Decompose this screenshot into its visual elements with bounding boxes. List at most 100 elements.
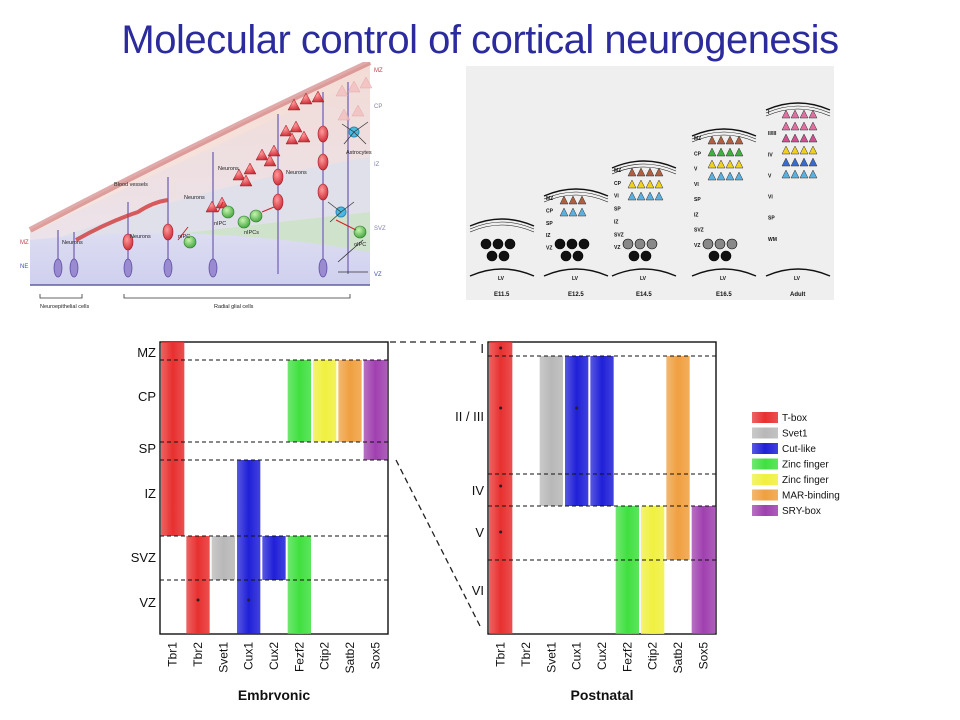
stage-layer-label: SP xyxy=(694,197,701,203)
stage-layer-label: MZ xyxy=(694,136,701,142)
neuron-marker xyxy=(627,179,637,189)
neuron-marker xyxy=(725,147,735,157)
neuron-marker xyxy=(716,147,726,157)
stage-layer-label: MZ xyxy=(546,196,553,202)
expression-bar-fezf2 xyxy=(287,536,311,634)
legend-swatch xyxy=(752,474,778,485)
stage-layer-label: CP xyxy=(694,151,702,157)
chart-xlabel: Embryonic xyxy=(238,687,311,700)
expression-bar-tbr2 xyxy=(186,536,210,634)
zone-label: CP xyxy=(138,389,156,404)
stage-layer-label: VZ xyxy=(614,245,620,251)
neuron-marker xyxy=(716,135,726,145)
gene-label: Svet1 xyxy=(544,642,558,673)
neuron-marker xyxy=(781,169,791,179)
progenitor-marker xyxy=(572,250,584,262)
neuron-marker xyxy=(654,167,664,177)
gene-label: Cux1 xyxy=(242,642,256,670)
neuron-marker xyxy=(734,135,744,145)
stage-name-label: E11.5 xyxy=(494,292,510,298)
zone-label: IZ xyxy=(144,486,156,501)
asterisk-marker xyxy=(499,346,503,350)
label-neurons-early: Neurons xyxy=(62,240,83,246)
gene-label: Ctip2 xyxy=(646,642,660,670)
progenitor-marker xyxy=(578,238,590,250)
neuron-marker xyxy=(790,169,800,179)
neuron-marker xyxy=(577,207,587,217)
neuron-marker xyxy=(808,157,818,167)
stage-layer-label: CP xyxy=(546,208,554,214)
label-neurons-3: Neurons xyxy=(184,195,205,201)
stage-layer-label: IZ xyxy=(546,233,550,239)
label-neuroepithelial-cells: Neuroepithelial cells xyxy=(40,304,89,310)
neuron-marker xyxy=(799,109,809,119)
neuron-marker xyxy=(808,133,818,143)
zone-label: V xyxy=(475,525,484,540)
asterisk-marker xyxy=(247,598,251,602)
zoom-connector-lines xyxy=(390,341,481,627)
neuron-marker xyxy=(799,157,809,167)
stage-layer-label: VI xyxy=(694,182,699,188)
progenitor-marker xyxy=(498,250,510,262)
progenitor-marker xyxy=(560,250,572,262)
stage-layer-label: I xyxy=(768,110,770,116)
zone-label: I xyxy=(480,341,484,356)
legend-label: Svet1 xyxy=(782,429,808,440)
stage-layer-label: SP xyxy=(768,216,775,222)
zone-label-mz-left: MZ xyxy=(20,240,29,246)
gene-label: Cux2 xyxy=(267,642,281,670)
neuron-marker xyxy=(725,135,735,145)
neuron-marker xyxy=(645,179,655,189)
expression-bar-ctip2 xyxy=(313,360,337,442)
zone-label: MZ xyxy=(137,345,156,360)
neuron-marker xyxy=(790,121,800,131)
label-neurons-5: Neurons xyxy=(286,170,307,176)
stage-layer-label: CP xyxy=(614,181,622,187)
neuron-marker xyxy=(781,121,791,131)
ventricle-label: LV xyxy=(794,276,801,282)
zone-label-iz: IZ xyxy=(374,162,380,168)
expression-bar-satb2 xyxy=(338,360,362,442)
expression-bar-svet1 xyxy=(211,536,235,580)
zone-label: II / III xyxy=(455,409,484,424)
progenitor-marker xyxy=(480,238,492,250)
label-oipc: oIPC xyxy=(354,242,366,248)
progenitor-marker xyxy=(554,238,566,250)
stage-layer-label: SVZ xyxy=(694,228,704,234)
legend-label: T-box xyxy=(782,413,807,424)
neuron-marker xyxy=(808,145,818,155)
legend-label: Cut-like xyxy=(782,444,816,455)
stage-layer-label: VI xyxy=(768,195,773,201)
progenitor-marker xyxy=(504,238,516,250)
progenitor-marker xyxy=(640,250,652,262)
neuron-marker xyxy=(790,109,800,119)
stage-name-label: E14.5 xyxy=(636,292,652,298)
neuron-marker xyxy=(559,207,569,217)
asterisk-marker xyxy=(196,598,200,602)
zone-label: VI xyxy=(472,583,484,598)
neuron-marker xyxy=(799,145,809,155)
legend-swatch xyxy=(752,443,778,454)
legend-item: T-box xyxy=(752,412,807,424)
zone-label: SP xyxy=(139,441,156,456)
expression-bar-cux2 xyxy=(262,536,286,580)
expression-bar-sox5 xyxy=(691,506,715,634)
neuron-marker xyxy=(627,167,637,177)
neuron-marker xyxy=(645,167,655,177)
expression-bar-sox5 xyxy=(363,360,387,460)
stage-layer-label: IZ xyxy=(694,212,698,218)
expression-bar-fezf2 xyxy=(615,506,639,634)
neuron-marker xyxy=(707,135,717,145)
neuron-marker xyxy=(654,191,664,201)
asterisk-marker xyxy=(499,484,503,488)
slide-title: Molecular control of cortical neurogenes… xyxy=(121,18,839,62)
progenitor-marker xyxy=(634,238,646,250)
neuron-marker xyxy=(568,207,578,217)
neuron-marker xyxy=(734,159,744,169)
expression-bar-ctip2 xyxy=(641,506,665,634)
expression-bar-tbr1 xyxy=(161,342,185,536)
